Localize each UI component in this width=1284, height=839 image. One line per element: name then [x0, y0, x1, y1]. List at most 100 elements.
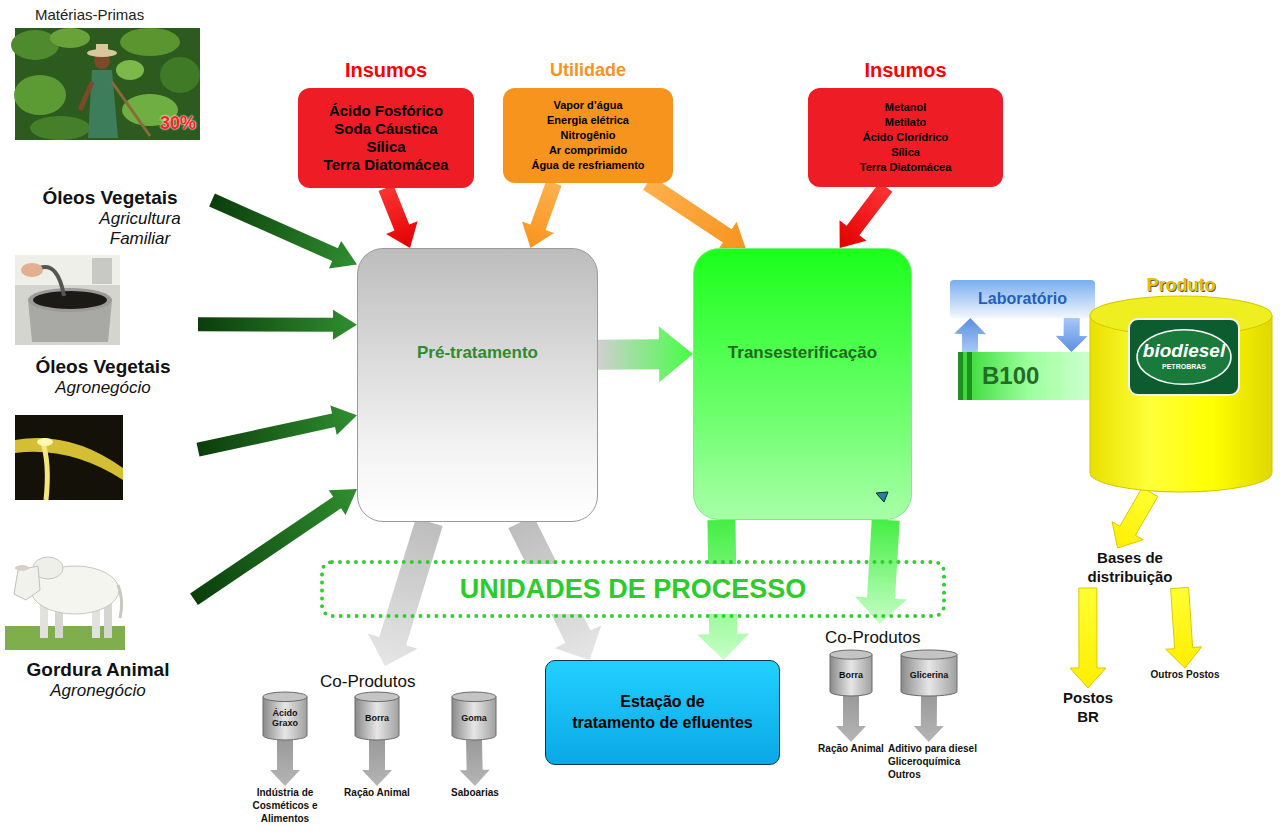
material-name: Óleos Vegetais — [8, 186, 212, 209]
utility-list: Vapor d’água Energia elétrica Nitrogênio… — [509, 98, 667, 173]
box-heading: Insumos — [808, 58, 1003, 82]
raw-material-source: Óleos VegetaisAgronegócio — [8, 250, 198, 506]
flow-arrow — [914, 696, 944, 742]
cylinder-top — [355, 692, 399, 702]
arrow-shape — [362, 740, 392, 786]
material-name: Gordura Animal — [2, 658, 194, 681]
flow-arrow — [839, 182, 892, 248]
inputs-box: InsumosMetanol Metilato Ácido Clorídrico… — [808, 58, 1003, 187]
box-heading: Insumos — [298, 58, 474, 82]
box-fill: Metanol Metilato Ácido Clorídrico Sílica… — [808, 88, 1003, 187]
destination-name: Saboarias — [440, 786, 510, 799]
arrow-shape — [1070, 588, 1106, 688]
arrow-shape — [1056, 318, 1088, 352]
flow-arrow — [522, 180, 562, 248]
flow-arrow — [368, 518, 443, 666]
flow-arrow — [198, 310, 357, 340]
coproduct-tank: Goma — [452, 692, 496, 740]
material-origin: Agronegócio — [8, 378, 198, 398]
input-list: Metanol Metilato Ácido Clorídrico Sílica… — [814, 100, 997, 175]
destination: Aditivo para diesel Gliceroquímica Outro… — [888, 742, 998, 782]
group-heading: Co-Produtos — [825, 628, 965, 648]
material-origin: Agricultura Familiar — [68, 209, 212, 249]
band-title: UNIDADES DE PROCESSO — [454, 564, 813, 614]
distribution-node: Bases de distribuição — [1068, 548, 1192, 588]
destination-name: Outros Postos — [1135, 668, 1235, 681]
process-name: Pré-tratamento — [358, 342, 597, 363]
cylinder-body — [1090, 316, 1272, 492]
coproduct-tank: Ácido Graxo — [263, 692, 307, 740]
flow-arrow — [1112, 487, 1158, 548]
coproduct-tank: Borra — [830, 650, 872, 696]
cylinder-top — [830, 650, 872, 659]
product-tank: ProdutobiodieselPETROBRAS — [1090, 274, 1272, 492]
flow-arrow — [270, 740, 300, 786]
farmer-photo — [11, 28, 200, 140]
arrow-shape — [522, 180, 562, 248]
tank-heading: Produto — [1090, 274, 1272, 296]
process-name: Transesterificação — [694, 342, 911, 363]
destination-name: Ração Animal — [814, 742, 888, 755]
arrow-shape — [855, 519, 907, 624]
arrow-shape — [209, 194, 357, 269]
coproduct-tank: Glicerina — [901, 650, 957, 696]
raw-material-source: Óleos VegetaisAgricultura Familiar — [8, 26, 212, 266]
arrow-shape — [839, 182, 892, 248]
arrow-shape — [954, 318, 986, 352]
inputs-box: InsumosÁcido Fosfórico Soda Cáustica Síl… — [298, 58, 474, 188]
arrow-shape — [836, 696, 866, 742]
lab-box: Laboratório — [950, 280, 1095, 318]
cattle-photo — [5, 557, 125, 650]
arrow-tail-stripe — [958, 352, 963, 400]
tank-label: Borra — [839, 670, 863, 680]
arrow-shape — [197, 406, 357, 457]
station-name: Estação de tratamento de efluentes — [546, 691, 779, 733]
arrow-shape — [1166, 587, 1202, 668]
flow-arrow — [197, 406, 357, 457]
raw-material-source: Gordura AnimalAgronegócio — [2, 526, 194, 714]
flow-arrow — [460, 740, 490, 786]
flow-arrow — [1166, 587, 1202, 668]
logo-word: biodiesel — [1130, 340, 1238, 362]
tank-label: Goma — [461, 713, 487, 723]
destination: Indústria de Cosméticos e Alimentos — [238, 786, 332, 828]
arrow-tail-stripe — [967, 352, 972, 400]
arrow-shape — [190, 489, 357, 605]
cylinder-body — [355, 697, 399, 740]
cylinder-top — [901, 650, 957, 659]
arrow-shape — [460, 740, 490, 786]
column-heading: Matérias-Primas — [35, 6, 144, 24]
flow-arrow — [954, 318, 986, 352]
process-units-band: UNIDADES DE PROCESSO — [320, 560, 946, 618]
flow-arrow — [836, 696, 866, 742]
lab-name: Laboratório — [950, 289, 1095, 309]
flow-arrow — [598, 326, 693, 382]
coproduct-group: Co-ProdutosÁcido GraxoBorraGoma — [255, 666, 510, 742]
cylinder-top — [263, 692, 307, 702]
arrow-shape — [1112, 487, 1158, 548]
destination-name: Indústria de Cosméticos e Alimentos — [238, 786, 332, 825]
box-fill: Vapor d’água Energia elétrica Nitrogênio… — [503, 88, 673, 183]
arrow-shape — [379, 185, 418, 248]
destination-name: Postos BR — [1050, 688, 1126, 726]
coproduct-group: Co-ProdutosBorra Glicerina — [820, 624, 965, 698]
cylinder-body — [452, 697, 496, 740]
cylinder-body — [901, 655, 957, 696]
flow-arrow — [209, 194, 357, 269]
utilities-box: UtilidadeVapor d’água Energia elétrica N… — [503, 58, 673, 183]
arrow-shape — [198, 310, 357, 340]
tank-label: Ácido Graxo — [272, 708, 298, 728]
destination: Outros Postos — [1135, 668, 1235, 682]
input-list: Ácido Fosfórico Soda Cáustica Sílica Ter… — [304, 102, 468, 174]
arrow-shape — [598, 326, 693, 382]
product-grade: B100 — [982, 363, 1098, 389]
flow-arrow — [643, 176, 745, 250]
flow-arrow — [855, 519, 907, 624]
box-fill: Ácido Fosfórico Soda Cáustica Sílica Ter… — [298, 88, 474, 188]
destination: Saboarias — [440, 786, 510, 800]
corner-marker — [875, 491, 889, 503]
flow-arrow — [379, 185, 418, 248]
destination: Postos BR — [1050, 688, 1126, 728]
percentage-callout: 30% — [160, 112, 196, 134]
